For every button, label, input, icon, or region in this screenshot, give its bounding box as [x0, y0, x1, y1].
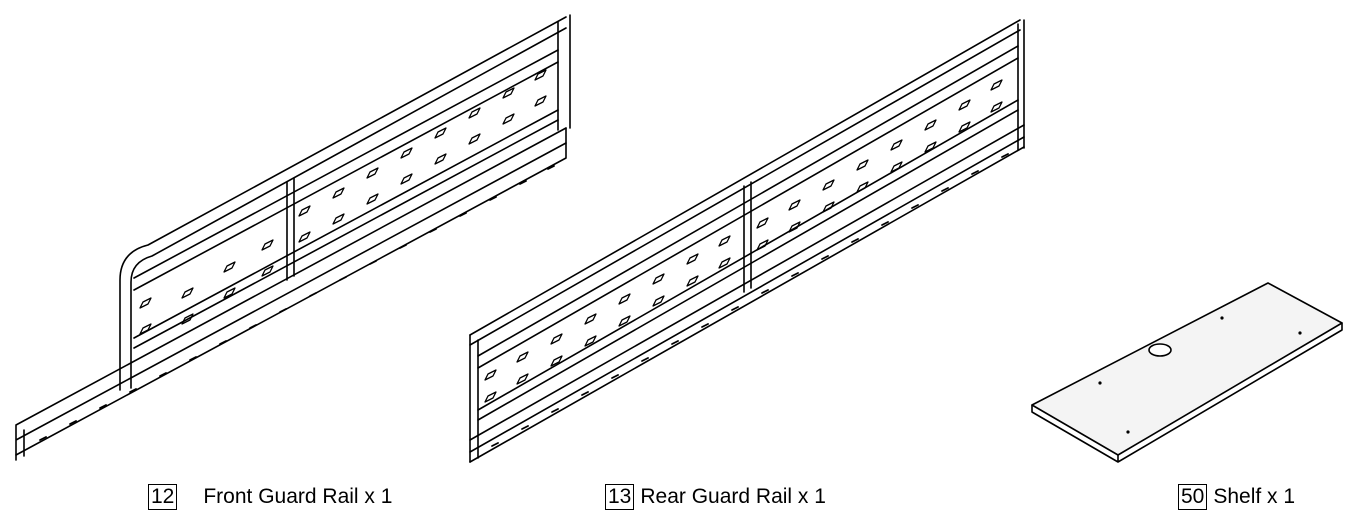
front-rail-diamond-holes	[139, 69, 547, 335]
shelf-screw-holes	[1098, 316, 1302, 434]
rear-rail-slots	[491, 153, 1009, 447]
part-name: Front Guard Rail x 1	[203, 485, 393, 508]
rear-rail-panel-top	[477, 45, 1019, 369]
front-rail-panel-bottom	[133, 109, 559, 349]
part-name: Rear Guard Rail x 1	[640, 485, 826, 508]
part-label-front-guard-rail: 12 Front Guard Rail x 1	[148, 482, 392, 512]
front-rail-base-edge	[15, 127, 567, 456]
rear-rail-diamond-holes	[484, 79, 1003, 403]
rear-rail-base-bar	[469, 124, 1025, 463]
front-rail-top-tube	[119, 16, 567, 391]
shelf-drawing	[1031, 282, 1343, 463]
part-number-badge: 50	[1178, 484, 1208, 510]
shelf-center-hole	[1148, 343, 1172, 357]
shelf-thickness	[1031, 322, 1343, 463]
front-guard-rail-drawing	[15, 14, 571, 461]
front-rail-top-tube-inner	[130, 27, 567, 389]
rear-rail-left-post	[469, 334, 479, 463]
rear-guard-rail-drawing	[469, 19, 1025, 463]
part-label-shelf: 50 Shelf x 1	[1178, 482, 1295, 512]
rear-rail-panel-bottom	[477, 99, 1019, 421]
part-name: Shelf x 1	[1213, 485, 1296, 508]
front-rail-panel-top	[133, 49, 559, 291]
part-number-badge: 13	[605, 484, 635, 510]
front-rail-slots	[39, 165, 555, 441]
front-rail-mid-post	[286, 177, 295, 281]
rear-rail-top-tube	[469, 19, 1021, 346]
part-number-badge: 12	[148, 484, 178, 510]
front-rail-end-post	[557, 14, 571, 131]
front-rail-base-bar	[15, 127, 567, 461]
part-label-rear-guard-rail: 13 Rear Guard Rail x 1	[605, 482, 826, 512]
shelf-top-face	[1031, 282, 1343, 456]
rear-rail-mid-post	[743, 181, 752, 293]
rear-rail-right-post	[1017, 19, 1025, 151]
